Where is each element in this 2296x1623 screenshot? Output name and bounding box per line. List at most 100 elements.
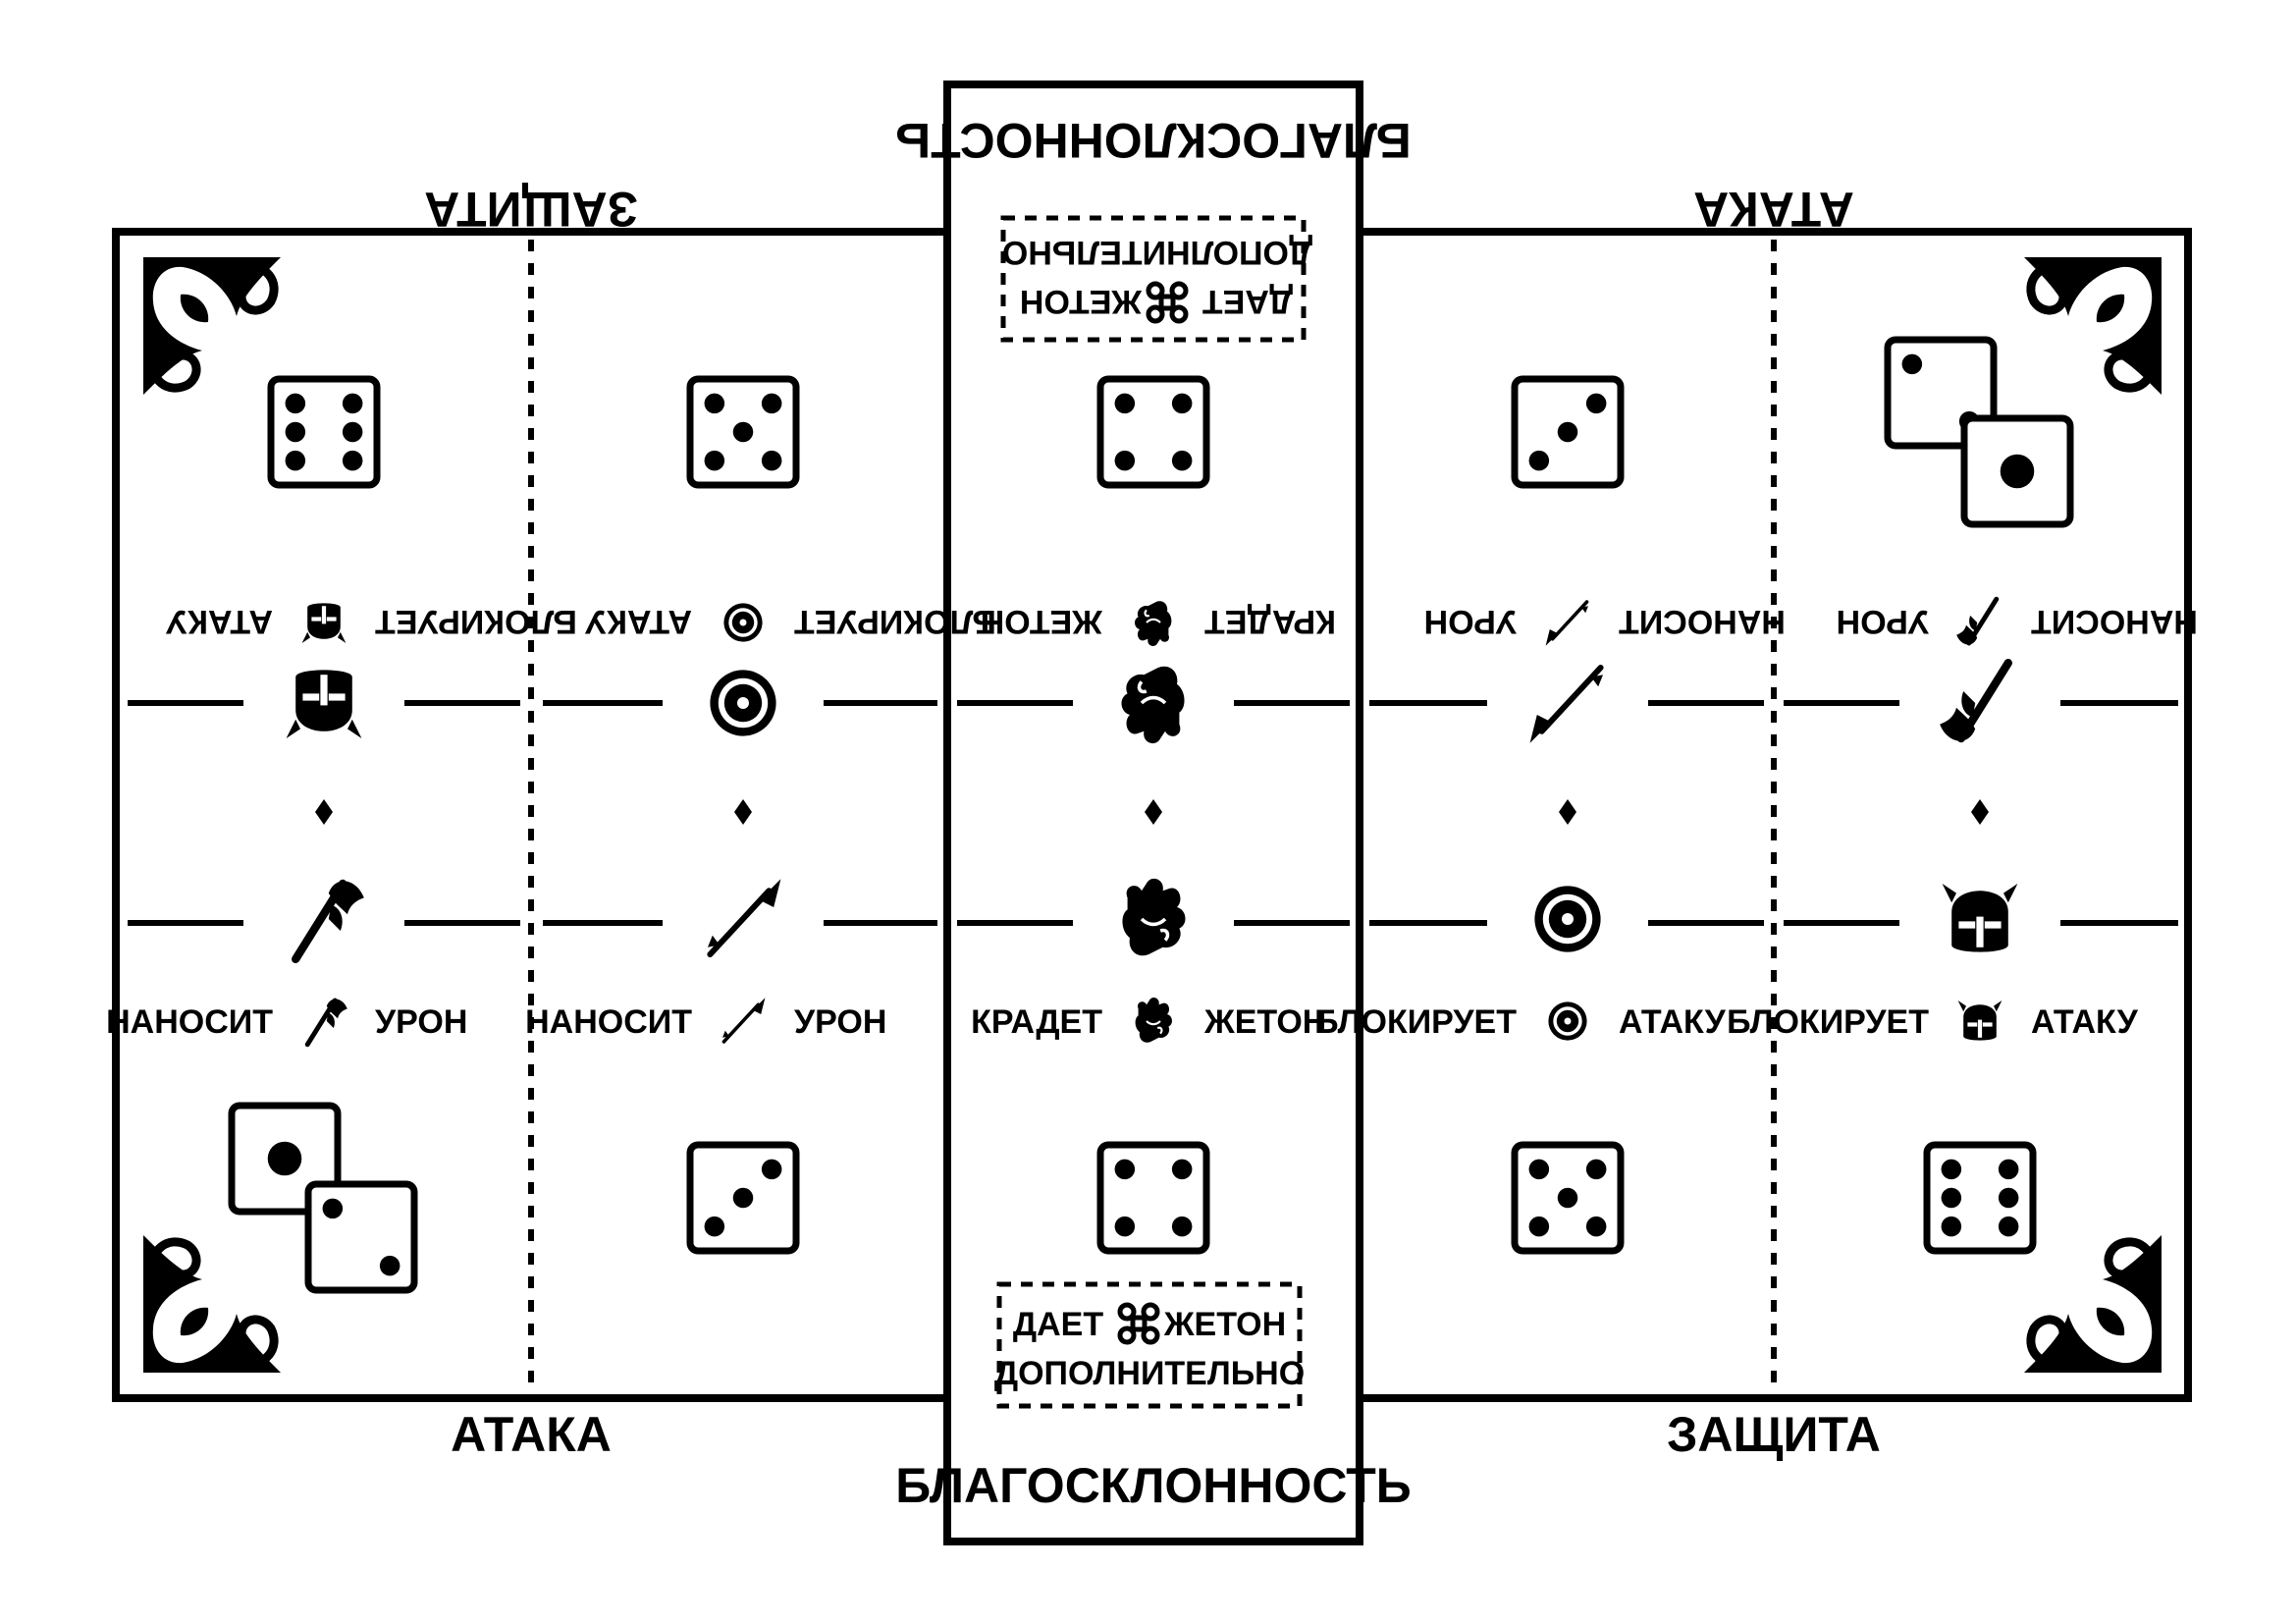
die-pip xyxy=(379,1255,400,1276)
bonus-text-gives: ДАЕТ xyxy=(1013,1306,1103,1343)
die-pip xyxy=(1585,1216,1607,1237)
helmet-icon xyxy=(1942,884,2018,952)
attack-title: АТАКА xyxy=(451,1407,612,1462)
action-verb: КРАДЕТ xyxy=(971,1003,1102,1041)
shield-icon xyxy=(1534,886,1601,952)
bonus-token-box-text: ДАЕТ ЖЕТОН ДОПОЛНИТЕЛЬНО xyxy=(994,1305,1305,1392)
die-pip xyxy=(1114,1159,1136,1180)
action-label-flipped-inner: КРАДЕТ ЖЕТОН xyxy=(981,600,1336,648)
die-pip xyxy=(285,450,306,471)
action-verb: БЛОКИРУЕТ xyxy=(1727,1003,1929,1041)
action-object: УРОН xyxy=(375,1003,467,1041)
dice-group xyxy=(267,375,381,489)
attack-column-2: НАНОСИТ УРОН БЛОКИРУЕТ АТАКУ xyxy=(525,375,996,1255)
dice-group xyxy=(1884,336,2074,528)
die-pip xyxy=(761,393,782,414)
helmet-icon xyxy=(1957,1001,2002,1041)
dice-group xyxy=(1511,1141,1625,1255)
diamond-icon xyxy=(1145,799,1162,825)
favor-title-flipped: БЛАГОСКЛОННОСТЬ xyxy=(895,113,1412,168)
dice-group xyxy=(686,1141,800,1255)
action-object: УРОН xyxy=(1424,603,1517,640)
bonus-text-extra: ДОПОЛНИТЕЛЬНО xyxy=(1002,234,1312,271)
action-object: УРОН xyxy=(1837,603,1929,640)
die-pip xyxy=(761,1159,782,1180)
action-verb: НАНОСИТ xyxy=(2031,603,2198,640)
die-pip xyxy=(1901,353,1923,375)
shield-icon xyxy=(723,603,763,642)
defense-title-flipped: АТАКА xyxy=(1693,182,1854,237)
bonus-text-gives: ДАЕТ xyxy=(1202,283,1293,320)
diamond-icon xyxy=(734,799,752,825)
action-object: АТАКУ xyxy=(1619,1003,1727,1041)
die-pip xyxy=(1171,450,1193,471)
bonus-text-extra: ДОПОЛНИТЕЛЬНО xyxy=(994,1355,1305,1392)
die-pip xyxy=(267,1141,302,1176)
die-pip xyxy=(1171,1216,1193,1237)
die-pip xyxy=(1528,1159,1550,1180)
action-label-flipped-inner: НАНОСИТ УРОН xyxy=(1837,599,2198,644)
die-pip xyxy=(1171,393,1193,414)
action-label-flipped: НАНОСИТ УРОН xyxy=(1424,600,1786,648)
die-pip xyxy=(1171,1159,1193,1180)
die-pip xyxy=(1114,450,1136,471)
die-pip xyxy=(342,393,363,414)
die-pip xyxy=(1528,450,1550,471)
die-pip xyxy=(322,1198,344,1219)
shield-icon xyxy=(710,670,776,736)
die-pip xyxy=(1528,1216,1550,1237)
dice-group xyxy=(1923,1141,2037,1255)
dice-group xyxy=(1096,1141,1210,1255)
die-pip xyxy=(285,421,306,443)
die-pip xyxy=(1941,1187,1962,1209)
action-object: ЖЕТОН xyxy=(1203,1003,1326,1041)
action-verb: БЛОКИРУЕТ xyxy=(794,603,996,640)
action-verb: КРАДЕТ xyxy=(1204,603,1336,640)
dice-group xyxy=(686,375,800,489)
favor-title: БЛАГОСКЛОННОСТЬ xyxy=(895,1458,1412,1513)
bonus-text-token: ЖЕТОН xyxy=(1020,283,1143,320)
die-pip xyxy=(1998,1187,2019,1209)
die-pip xyxy=(732,421,754,443)
die-pip xyxy=(1998,1159,2019,1180)
die-pip xyxy=(704,450,725,471)
dice-group xyxy=(1511,375,1625,489)
action-label: НАНОСИТ УРОН xyxy=(525,996,886,1044)
action-label: КРАДЕТ ЖЕТОН xyxy=(971,996,1326,1044)
attack-title-flipped: ЗАЩИТА xyxy=(424,182,638,237)
action-label-flipped: НАНОСИТ УРОН xyxy=(1837,599,2198,644)
action-object: ЖЕТОН xyxy=(981,603,1103,640)
action-verb: НАНОСИТ xyxy=(525,1003,692,1041)
die-pip xyxy=(1585,393,1607,414)
helmet-icon xyxy=(286,670,362,738)
die-pip xyxy=(1941,1159,1962,1180)
action-object: УРОН xyxy=(794,1003,886,1041)
die-face xyxy=(1096,375,1210,489)
diamond-icon xyxy=(1559,799,1576,825)
bonus-text-token: ЖЕТОН xyxy=(1163,1306,1286,1343)
die-pip xyxy=(1998,1216,2019,1237)
action-verb: НАНОСИТ xyxy=(1619,603,1786,640)
favor-column: КРАДЕТ ЖЕТОН КРАДЕТ ЖЕТОН xyxy=(957,375,1350,1255)
bonus-token-box-text-flipped: ДАЕТ ЖЕТОН ДОПОЛНИТЕЛЬНО xyxy=(1002,234,1312,321)
action-object: АТАКУ xyxy=(584,603,692,640)
action-verb: БЛОКИРУЕТ xyxy=(375,603,577,640)
die-pip xyxy=(2000,454,2035,489)
die-pip xyxy=(704,1216,725,1237)
diamond-icon xyxy=(1971,799,1989,825)
action-label-flipped-inner: БЛОКИРУЕТ АТАКУ xyxy=(584,603,996,642)
die-pip xyxy=(704,393,725,414)
die-pip xyxy=(732,1187,754,1209)
bonus-token-box xyxy=(996,1281,1303,1409)
die-pip xyxy=(1114,1216,1136,1237)
action-label-flipped: КРАДЕТ ЖЕТОН xyxy=(981,600,1336,648)
